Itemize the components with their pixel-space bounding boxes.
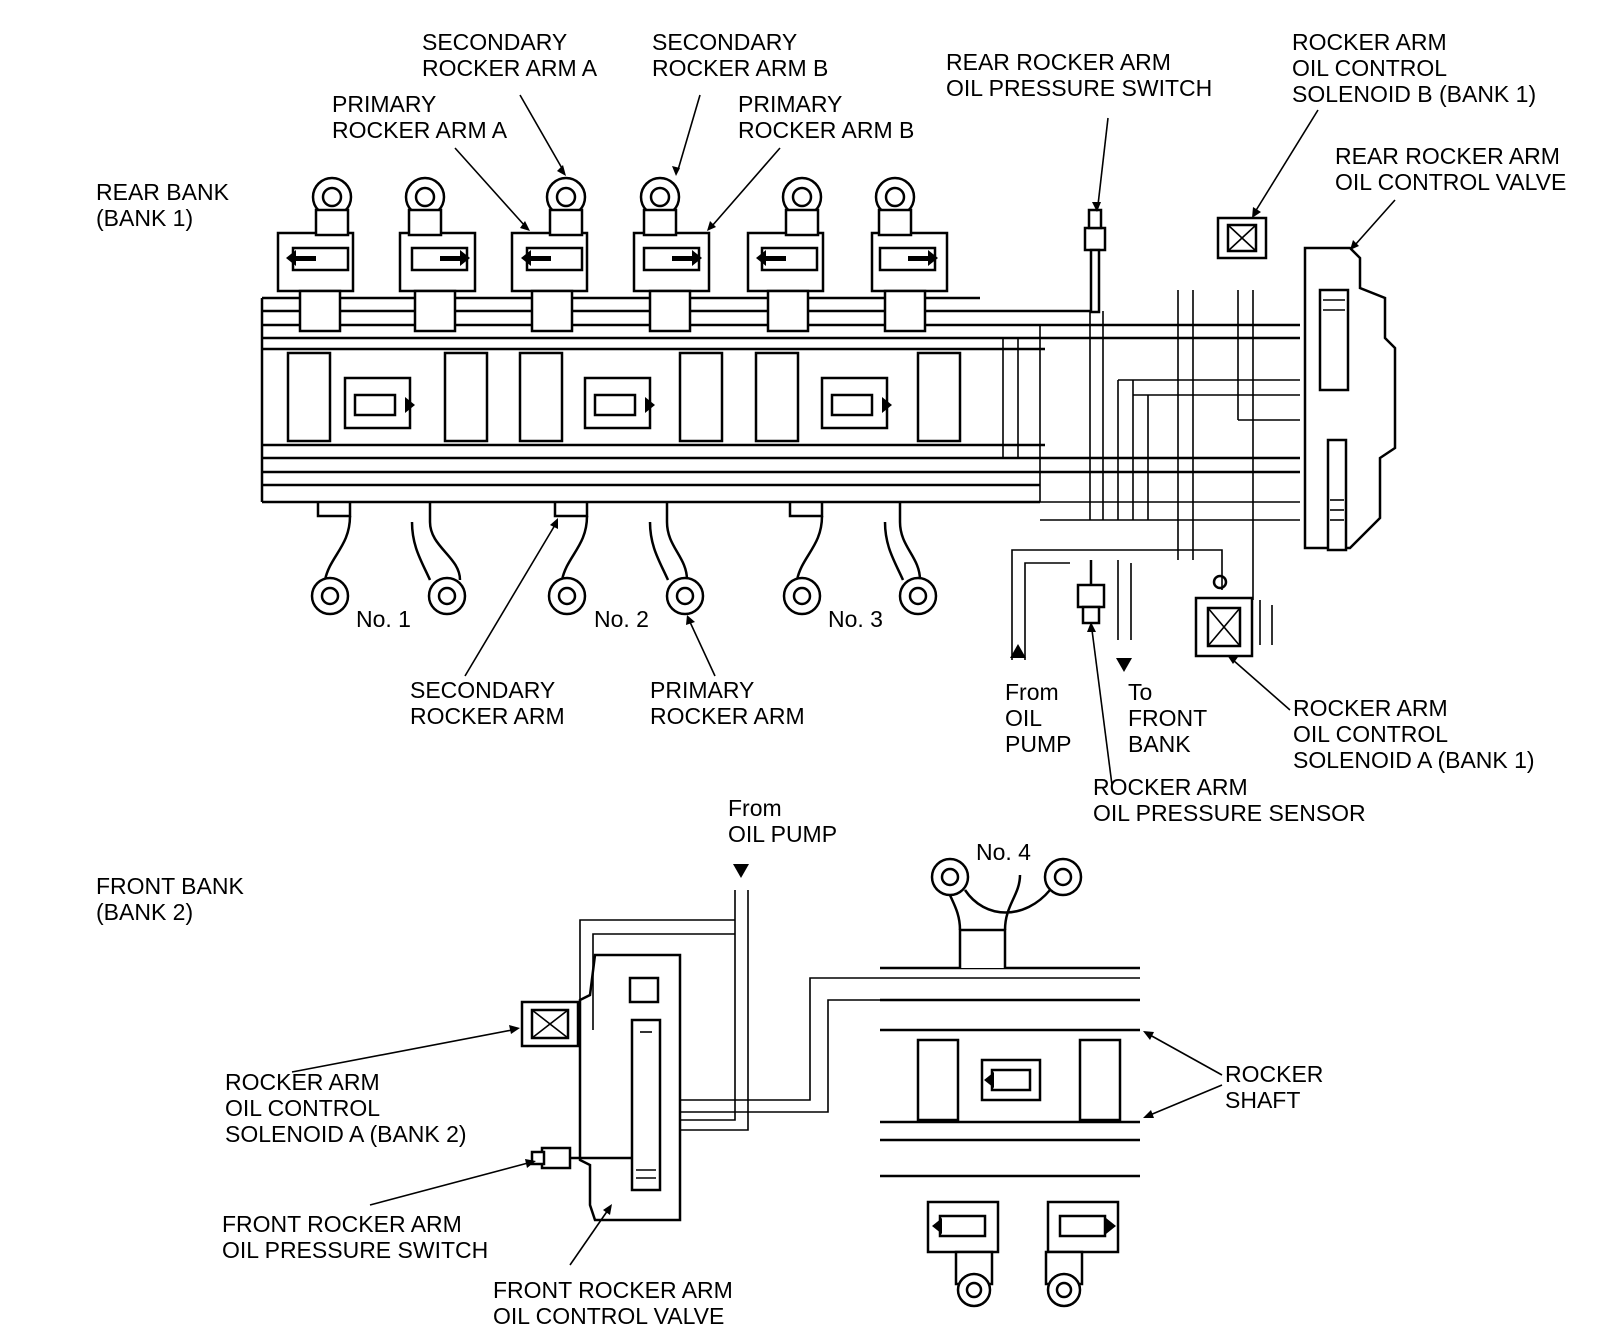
secondary-rocker-arm-a-label-2: ROCKER ARM A [422, 55, 598, 81]
front-pressure-switch-label-2: OIL PRESSURE SWITCH [222, 1237, 488, 1263]
solenoid-a-bank1-label-3: SOLENOID A (BANK 1) [1293, 747, 1535, 773]
rear-control-valve-label-1: REAR ROCKER ARM [1335, 143, 1560, 169]
front-control-valve-label-1: FRONT ROCKER ARM [493, 1277, 733, 1303]
front-from-oil-pump-label-2: OIL PUMP [728, 821, 837, 847]
pressure-sensor-label-2: OIL PRESSURE SENSOR [1093, 800, 1366, 826]
oil-pressure-sensor-part [1076, 560, 1106, 625]
rear-bank-sublabel: (BANK 1) [96, 205, 193, 231]
primary-rocker-arm-b-label-2: ROCKER ARM B [738, 117, 914, 143]
to-front-bank-label-2: FRONT [1128, 705, 1207, 731]
solenoid-b-label-3: SOLENOID B (BANK 1) [1292, 81, 1536, 107]
front-bottom-rockers [926, 1200, 1120, 1308]
cylinder-no2-label: No. 2 [594, 606, 649, 632]
from-oil-pump-label-3: PUMP [1005, 731, 1071, 757]
front-control-valve-housing [578, 953, 682, 1222]
rear-top-rocker-arms [276, 176, 962, 443]
solenoid-a-bank2-label-2: OIL CONTROL [225, 1095, 380, 1121]
solenoid-b-label-1: ROCKER ARM [1292, 29, 1447, 55]
secondary-rocker-arm-label-1: SECONDARY [410, 677, 555, 703]
front-pressure-switch-part [530, 1146, 632, 1170]
rear-bank-label: REAR BANK [96, 179, 230, 205]
front-bank-label: FRONT BANK [96, 873, 244, 899]
secondary-rocker-arm-a-label-1: SECONDARY [422, 29, 567, 55]
rocker-arm-top-3 [510, 176, 589, 443]
front-control-valve-label-2: OIL CONTROL VALVE [493, 1303, 724, 1329]
rear-control-valve-part [1303, 246, 1397, 552]
pressure-sensor-label-1: ROCKER ARM [1093, 774, 1248, 800]
cylinder-no4-label: No. 4 [976, 839, 1031, 865]
front-feed-lines [579, 864, 1140, 1131]
rocker-shaft-label-2: SHAFT [1225, 1087, 1300, 1113]
rear-pressure-switch-label-2: OIL PRESSURE SWITCH [946, 75, 1212, 101]
rear-control-valve-label-2: OIL CONTROL VALVE [1335, 169, 1566, 195]
from-oil-pump-label-1: From [1005, 679, 1059, 705]
solenoid-a-bank2-label-3: SOLENOID A (BANK 2) [225, 1121, 467, 1147]
cylinder-no3-label: No. 3 [828, 606, 883, 632]
to-front-bank-label-3: BANK [1128, 731, 1191, 757]
solenoid-a-bank2-label-1: ROCKER ARM [225, 1069, 380, 1095]
solenoid-a-bank1-part [1194, 574, 1273, 658]
solenoid-a-bank1-label-2: OIL CONTROL [1293, 721, 1448, 747]
rocker-arm-top-1 [276, 176, 355, 443]
solenoid-b-part [1216, 216, 1268, 260]
front-no4-bracket [930, 857, 1083, 931]
primary-rocker-arm-a-label-1: PRIMARY [332, 91, 436, 117]
cylinder-no1-label: No. 1 [356, 606, 411, 632]
front-bank-sublabel: (BANK 2) [96, 899, 193, 925]
rear-middle-pistons [343, 376, 892, 430]
rear-oil-feed-lines [1010, 549, 1223, 672]
front-from-oil-pump-label-1: From [728, 795, 782, 821]
secondary-rocker-arm-b-label-2: ROCKER ARM B [652, 55, 828, 81]
front-rocker-shaft [880, 928, 1140, 1178]
rear-oil-pressure-switch-part [1083, 208, 1107, 314]
text-labels: REAR BANK (BANK 1) SECONDARY ROCKER ARM … [96, 29, 1566, 1329]
front-bank-assembly [520, 857, 1140, 1308]
front-pressure-switch-label-1: FRONT ROCKER ARM [222, 1211, 462, 1237]
rear-bottom-rocker-arms [310, 502, 938, 616]
to-front-bank-label-1: To [1128, 679, 1152, 705]
from-oil-pump-label-2: OIL [1005, 705, 1042, 731]
primary-rocker-arm-a-label-2: ROCKER ARM A [332, 117, 508, 143]
primary-rocker-arm-label-2: ROCKER ARM [650, 703, 805, 729]
primary-rocker-arm-label-1: PRIMARY [650, 677, 754, 703]
primary-rocker-arm-b-label-1: PRIMARY [738, 91, 842, 117]
secondary-rocker-arm-b-label-1: SECONDARY [652, 29, 797, 55]
rocker-shaft-label-1: ROCKER [1225, 1061, 1323, 1087]
front-inner-lifters [916, 1038, 1122, 1122]
leader-lines [291, 94, 1396, 1266]
rocker-arm-top-5 [746, 176, 825, 443]
rear-bank-assembly [260, 176, 1397, 672]
solenoid-b-label-2: OIL CONTROL [1292, 55, 1447, 81]
rear-pressure-switch-label-1: REAR ROCKER ARM [946, 49, 1171, 75]
front-solenoid-a-part [520, 1000, 580, 1048]
rocker-pistons-top [286, 246, 938, 272]
secondary-rocker-arm-label-2: ROCKER ARM [410, 703, 565, 729]
rocker-arm-top-2 [398, 176, 489, 443]
solenoid-a-bank1-label-1: ROCKER ARM [1293, 695, 1448, 721]
